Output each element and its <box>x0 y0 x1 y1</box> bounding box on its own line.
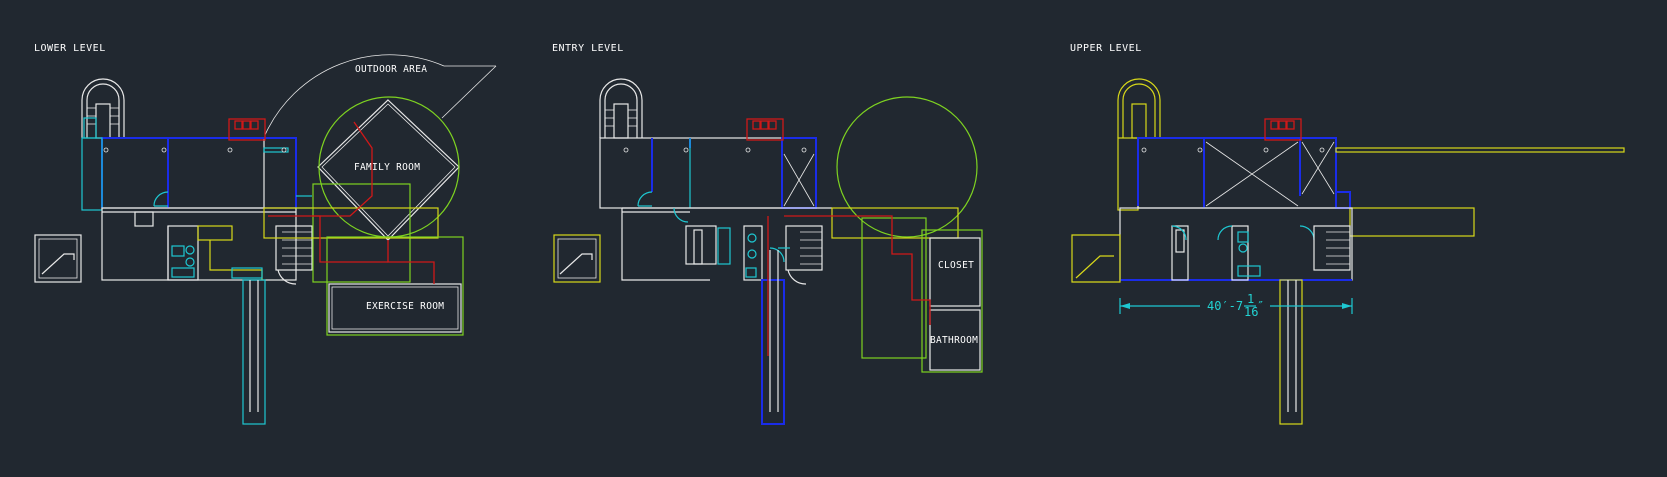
entry-main-block <box>599 137 817 209</box>
entry-green-rooms <box>921 229 983 373</box>
lower-main-block <box>101 137 265 209</box>
exercise-room-green <box>326 236 464 336</box>
entry-level-plan: ENTRY LEVEL <box>552 43 983 425</box>
upper-chimney <box>1264 118 1302 141</box>
lower-stair-tower-inner <box>86 83 120 138</box>
lower-bottom-block <box>101 207 297 281</box>
entry-chimney <box>746 118 784 141</box>
entry-level-title: ENTRY LEVEL <box>552 43 624 54</box>
overall-dimension: 40′-7 1 16 ″ <box>1119 292 1353 319</box>
closet-label: CLOSET <box>938 260 974 271</box>
dimension-den: 16 <box>1244 305 1258 319</box>
upper-detached-box <box>1071 234 1121 283</box>
lower-chimney <box>228 118 266 141</box>
exercise-room <box>328 283 462 333</box>
exercise-room-label: EXERCISE ROOM <box>366 301 444 312</box>
dimension-mark: ″ <box>1257 299 1264 313</box>
lower-stair-core <box>95 103 111 139</box>
door-swing <box>153 191 169 207</box>
upper-stair-tower <box>1117 78 1161 138</box>
entry-corridor <box>761 279 785 425</box>
lower-level-title: LOWER LEVEL <box>34 43 106 54</box>
upper-beam <box>1335 147 1625 153</box>
entry-stair-tower <box>599 78 643 138</box>
outdoor-arc-radius <box>441 65 497 119</box>
dimension-whole: 40′-7 <box>1207 299 1243 313</box>
bathroom-room <box>929 309 981 371</box>
family-room-label: FAMILY ROOM <box>354 162 420 173</box>
upper-level-title: UPPER LEVEL <box>1070 43 1142 54</box>
outdoor-area-arc <box>264 54 445 136</box>
lower-corridor <box>242 279 266 425</box>
entry-detached-box <box>553 234 601 283</box>
lower-detached-box <box>34 234 82 283</box>
upper-bottom-block <box>1119 207 1353 281</box>
upper-corridor <box>1279 279 1303 425</box>
bathroom-label: BATHROOM <box>930 335 978 346</box>
dimension-num: 1 <box>1247 292 1254 306</box>
outdoor-area-label: OUTDOOR AREA <box>355 64 427 75</box>
closet-room <box>929 237 981 307</box>
entry-green-circle <box>836 96 978 238</box>
lower-stair-tower <box>81 78 125 138</box>
lower-level-plan: LOWER LEVEL OUTDOOR AREA <box>34 43 497 425</box>
upper-level-plan: UPPER LEVEL <box>1070 43 1625 425</box>
